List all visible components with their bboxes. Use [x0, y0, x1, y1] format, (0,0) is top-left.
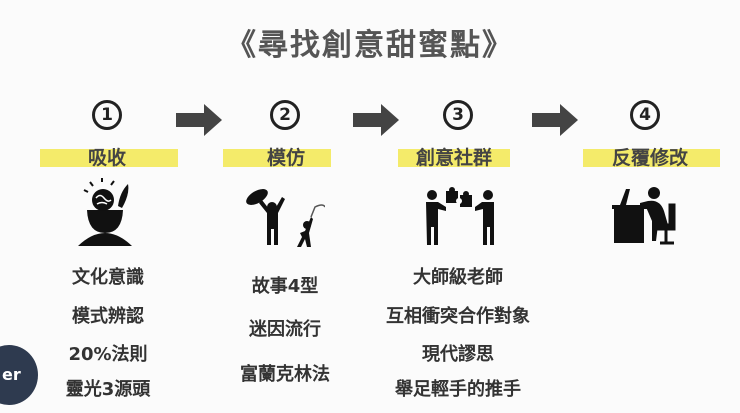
step-number: 4: [630, 100, 660, 130]
step-number: 1: [92, 100, 122, 130]
list-item: 20%法則: [68, 344, 148, 365]
step-number: 2: [270, 100, 300, 130]
list-item: 靈光3源頭: [65, 379, 151, 400]
list-item: 模式辨認: [72, 306, 144, 327]
imitating-figures-icon: [246, 189, 325, 247]
step-number: 3: [443, 100, 473, 130]
list-item: 迷因流行: [249, 319, 321, 340]
arrow-right-icon: [176, 104, 222, 136]
puzzle-team-icon: [426, 187, 494, 245]
step-label: 反覆修改: [611, 147, 688, 169]
person-at-desk-icon: [612, 187, 676, 245]
highlight-bar: [583, 149, 720, 167]
list-item: 現代謬思: [422, 344, 494, 365]
list-item: 富蘭克林法: [240, 364, 330, 385]
arrow-right-icon: [532, 104, 578, 136]
highlight-bar: [223, 149, 331, 167]
slide-title: 《尋找創意甜蜜點》: [226, 28, 514, 63]
highlight-bar: [40, 149, 178, 167]
step-label: 吸收: [87, 147, 126, 169]
list-item: 互相衝突合作對象: [386, 306, 530, 327]
list-item: 故事4型: [251, 276, 319, 297]
list-item: 文化意識: [72, 267, 144, 288]
arrow-right-icon: [353, 104, 399, 136]
open-head-brain-icon: [78, 178, 132, 246]
step-label: 模仿: [266, 147, 305, 169]
step-label: 創意社群: [415, 147, 492, 169]
list-item: 舉足輕手的推手: [395, 379, 521, 400]
list-item: 大師級老師: [413, 267, 503, 288]
highlight-bar: [398, 149, 510, 167]
